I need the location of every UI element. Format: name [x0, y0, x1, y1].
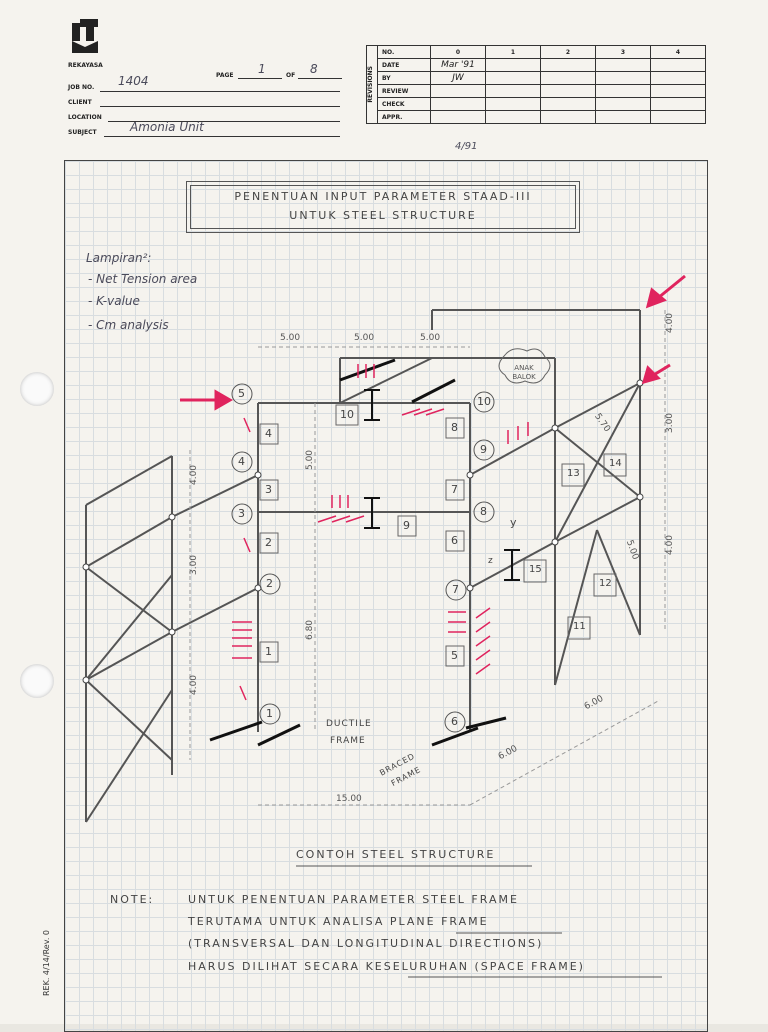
title-box: PENENTUAN INPUT PARAMETER STAAD-III UNTU…	[186, 181, 580, 233]
joint-dots	[82, 379, 644, 684]
dimension-label: 3.00	[665, 412, 676, 434]
node-label: 6	[451, 715, 458, 728]
node-label: 5	[238, 387, 245, 400]
punch-hole	[20, 372, 54, 406]
member-label: 15	[529, 564, 542, 575]
anak-balok-label: ANAK BALOK	[512, 364, 536, 381]
member-label: 8	[451, 421, 458, 434]
attachment-item: - Cm analysis	[88, 318, 169, 332]
dimension-label: 5.00	[280, 333, 301, 343]
member-label: 6	[451, 534, 458, 547]
note-label: NOTE:	[110, 893, 155, 906]
page-value: 1	[258, 62, 266, 76]
small-load-arrows	[232, 364, 529, 701]
job-no-value: 1404	[118, 74, 149, 88]
signature-note: 4/91	[455, 141, 478, 152]
anak-balok-cloud	[498, 348, 551, 384]
member-boxes	[259, 404, 627, 667]
of-label: OF	[286, 72, 296, 79]
figure-caption: CONTOH STEEL STRUCTURE	[296, 848, 496, 861]
punch-hole	[20, 664, 54, 698]
axis-y-label: y	[510, 516, 517, 529]
title-line-2: UNTUK STEEL STRUCTURE	[289, 209, 477, 222]
dimension-label: 3.00	[189, 554, 200, 576]
member-label: 10	[340, 408, 354, 421]
axis-z-label: z	[488, 556, 493, 566]
page-label: PAGE	[216, 72, 234, 79]
note-line: TERUTAMA UNTUK ANALISA PLANE FRAME	[188, 915, 489, 928]
client-label: CLIENT	[68, 99, 92, 106]
member-label: 1	[265, 645, 272, 658]
node-label: 9	[480, 443, 487, 456]
attachments-heading: Lampiran²:	[86, 251, 152, 265]
dimension-label: 15.00	[336, 794, 362, 804]
node-label: 8	[480, 505, 487, 518]
dimension-label: 6.80	[305, 619, 316, 641]
location-label: LOCATION	[68, 114, 102, 121]
node-label: 7	[452, 583, 459, 596]
node-label: 3	[238, 507, 245, 520]
member-label: 13	[567, 468, 580, 479]
form-code: REK. 4/14/Rev. 0	[42, 930, 51, 997]
dimension-lines	[189, 310, 666, 806]
company-name: REKAYASA	[68, 62, 103, 69]
company-logo	[70, 17, 100, 57]
dimension-label: 4.00	[189, 674, 200, 696]
note-line: (TRANSVERSAL DAN LONGITUDINAL DIRECTIONS…	[188, 937, 544, 950]
node-label: 1	[266, 707, 273, 720]
frame-members	[85, 309, 641, 823]
job-no-label: JOB NO.	[68, 84, 95, 91]
member-label: 11	[573, 621, 586, 632]
dimension-label: 4.00	[189, 464, 200, 486]
attachment-item: - K-value	[88, 294, 140, 308]
subject-label: SUBJECT	[68, 129, 97, 136]
i-sections	[364, 389, 520, 581]
note-line: HARUS DILIHAT SECARA KESELURUHAN (SPACE …	[188, 960, 585, 973]
member-label: 7	[451, 483, 458, 496]
member-label: 5	[451, 649, 458, 662]
member-label: 14	[609, 458, 622, 469]
dimension-label: 5.00	[305, 449, 316, 471]
node-label: 10	[477, 395, 491, 408]
dimension-label: 5.00	[420, 333, 441, 343]
node-circles	[231, 383, 495, 733]
attachment-item: - Net Tension area	[88, 272, 198, 286]
member-label: 3	[265, 483, 272, 496]
subject-value: Amonia Unit	[130, 120, 204, 134]
member-label: 12	[599, 578, 612, 589]
note-line: UNTUK PENENTUAN PARAMETER STEEL FRAME	[188, 893, 519, 906]
member-label: 9	[403, 519, 410, 532]
member-label: 2	[265, 536, 272, 549]
dimension-label: 4.00	[665, 312, 676, 334]
ductile-label: DUCTILE	[326, 719, 372, 729]
node-label: 4	[238, 455, 245, 468]
of-value: 8	[310, 62, 318, 76]
title-line-1: PENENTUAN INPUT PARAMETER STAAD-III	[234, 190, 532, 203]
node-label: 2	[266, 577, 273, 590]
revisions-table: REVISIONS NO. 0 1 2 3 4 DATE Mar '91 BY …	[366, 45, 706, 124]
member-label: 4	[265, 427, 272, 440]
ductile-frame-label: FRAME	[330, 736, 366, 746]
load-arrows	[180, 274, 686, 411]
dimension-label: 5.00	[354, 333, 375, 343]
base-plates	[209, 358, 507, 747]
dimension-label: 4.00	[665, 534, 676, 556]
